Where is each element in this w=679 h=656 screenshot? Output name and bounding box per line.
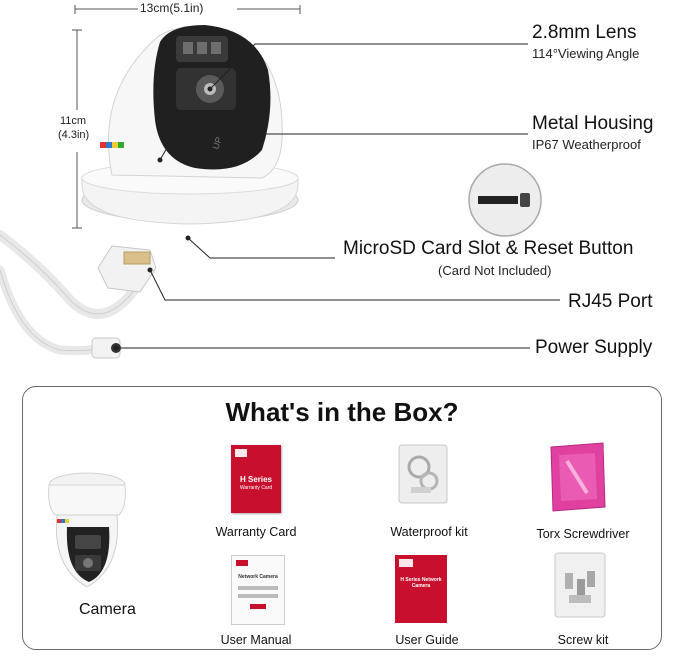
height-dimension-line bbox=[72, 29, 82, 229]
item-label-user-guide: User Guide bbox=[395, 633, 459, 647]
microsd-slot-inset bbox=[468, 163, 542, 237]
callout-housing-subtitle: IP67 Weatherproof bbox=[532, 137, 641, 152]
item-label-screw-kit: Screw kit bbox=[557, 633, 609, 647]
screw-kit-icon bbox=[554, 552, 606, 618]
item-label-waterproof-kit: Waterproof kit bbox=[390, 525, 468, 539]
camera-label: Camera bbox=[79, 601, 136, 618]
user-manual-icon: Network Camera bbox=[231, 555, 285, 625]
callout-microsd-title: MicroSD Card Slot & Reset Button bbox=[343, 238, 634, 259]
height-label-cm: 11cm bbox=[60, 115, 87, 127]
cable-rj45 bbox=[0, 230, 157, 319]
cable-power bbox=[0, 265, 121, 359]
height-label-in: (4.3in) bbox=[58, 129, 90, 141]
user-guide-icon: H Series Network Camera bbox=[395, 555, 447, 623]
torx-screwdriver-icon bbox=[550, 442, 606, 512]
product-diagram: UP bbox=[0, 5, 560, 359]
item-label-user-manual: User Manual bbox=[220, 633, 292, 647]
callout-lens-title: 2.8mm Lens bbox=[532, 22, 637, 43]
callout-lens-subtitle: 114°Viewing Angle bbox=[532, 46, 640, 61]
callout-microsd-subtitle: (Card Not Included) bbox=[438, 263, 552, 278]
callout-housing-title: Metal Housing bbox=[532, 113, 654, 134]
warranty-card-title: H Series bbox=[239, 475, 273, 484]
user-guide-title: H Series Network Camera bbox=[400, 577, 442, 589]
callout-power-title: Power Supply bbox=[535, 337, 653, 358]
svg-text:UP: UP bbox=[210, 136, 224, 151]
waterproof-kit-icon bbox=[398, 444, 448, 504]
callout-rj45-title: RJ45 Port bbox=[568, 291, 653, 312]
dome-camera: UP bbox=[81, 25, 299, 225]
callout-leaders bbox=[113, 43, 560, 351]
width-label: 13cm(5.1in) bbox=[140, 1, 204, 15]
item-label-torx-screwdriver: Torx Screwdriver bbox=[536, 527, 630, 541]
camera-icon bbox=[48, 472, 126, 588]
user-manual-title: Network Camera bbox=[238, 574, 278, 580]
box-title: What's in the Box? bbox=[225, 397, 459, 427]
box-contents-panel: What's in the Box? Camera H Series Warra… bbox=[22, 386, 662, 650]
warranty-card-icon: H Series Warranty Card bbox=[231, 445, 281, 513]
width-dimension-line bbox=[74, 5, 301, 14]
warranty-card-subtitle: Warranty Card bbox=[239, 485, 273, 491]
item-label-warranty-card: Warranty Card bbox=[215, 525, 297, 539]
